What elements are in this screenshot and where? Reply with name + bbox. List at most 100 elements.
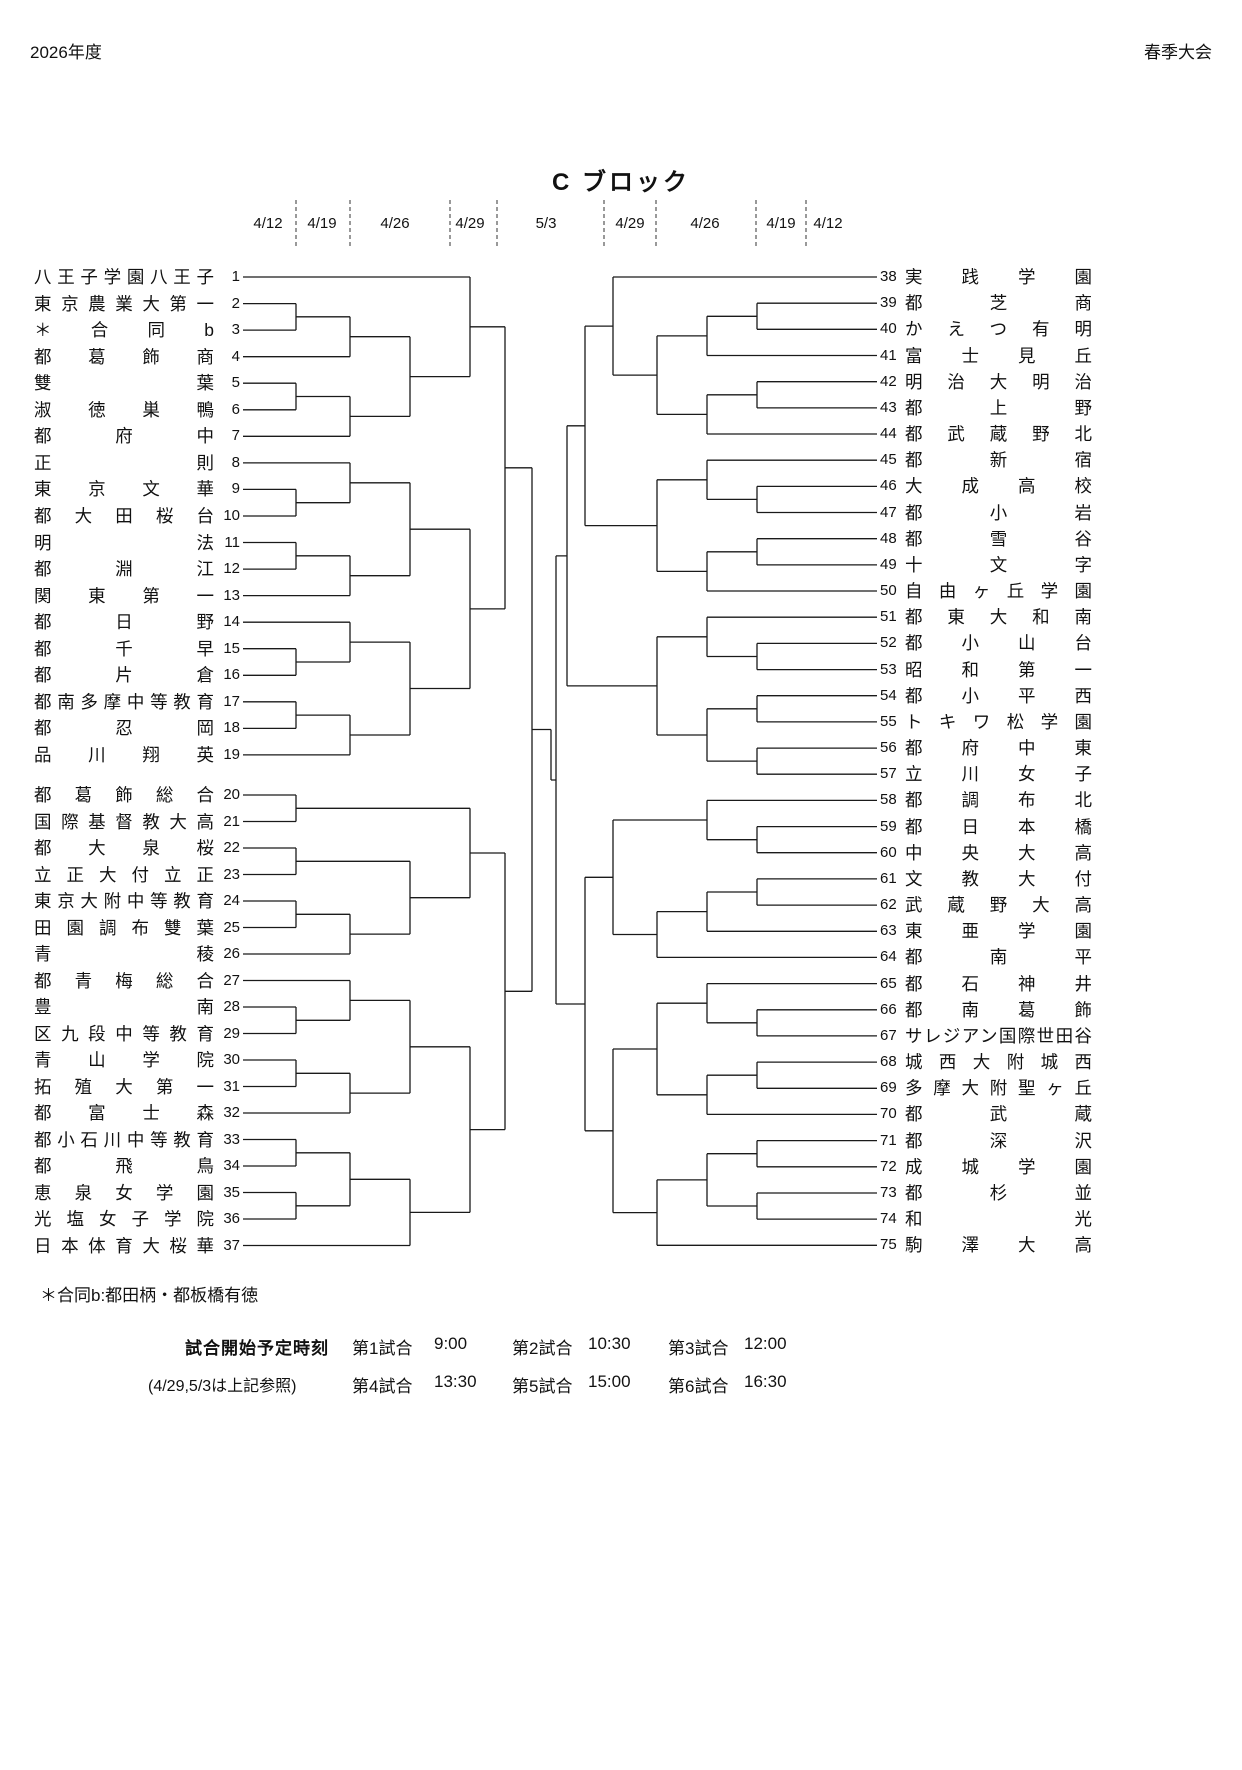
schedule-match-time: 13:30 <box>434 1372 477 1391</box>
team-name: 都小岩 <box>905 502 1092 523</box>
team-number: 19 <box>223 745 240 763</box>
team-row: 60 中央大高 <box>880 842 1092 864</box>
round-date-label: 4/26 <box>690 215 720 232</box>
team-number: 47 <box>880 503 897 521</box>
team-row: 都府中 7 <box>34 425 240 447</box>
team-number: 49 <box>880 555 897 573</box>
team-number: 13 <box>223 586 240 604</box>
team-number: 52 <box>880 634 897 652</box>
team-name: 都淵江 <box>34 559 214 579</box>
team-name: 都府中 <box>34 426 214 447</box>
team-number: 25 <box>223 918 240 936</box>
team-name: 大成高校 <box>905 476 1092 497</box>
team-number: 31 <box>223 1077 240 1095</box>
team-number: 5 <box>231 374 240 392</box>
team-number: 27 <box>223 971 240 989</box>
team-number: 34 <box>223 1157 240 1174</box>
team-number: 10 <box>223 507 240 524</box>
team-number: 38 <box>880 268 897 285</box>
schedule-match-label: 第1試合 <box>352 1339 413 1358</box>
team-name: 都深沢 <box>905 1130 1092 1151</box>
team-number: 65 <box>880 974 897 992</box>
team-name: 東京農業大第一 <box>34 293 214 314</box>
team-number: 2 <box>231 294 240 312</box>
team-number: 23 <box>223 865 240 883</box>
schedule-match-time: 10:30 <box>588 1334 631 1353</box>
team-name: かえつ有明 <box>905 319 1092 340</box>
team-name: 中央大高 <box>905 842 1092 863</box>
team-number: 59 <box>880 817 897 835</box>
schedule-match-label: 第5試合 <box>512 1377 573 1396</box>
team-name: 都大泉桜 <box>34 838 214 858</box>
round-date-label: 4/29 <box>615 215 645 232</box>
team-name: 都石神井 <box>905 973 1092 994</box>
team-name: 品川翔英 <box>34 744 214 765</box>
team-name: 淑徳巣鴨 <box>34 399 214 420</box>
team-number: 61 <box>880 869 897 887</box>
team-name: 富士見丘 <box>905 345 1092 366</box>
team-name: 恵泉女学園 <box>34 1182 214 1203</box>
team-name: 立正大付立正 <box>34 864 214 885</box>
team-name: 豊南 <box>34 997 214 1017</box>
team-name: 都青梅総合 <box>34 970 214 991</box>
team-name: 都小平西 <box>905 685 1092 706</box>
team-name: 都調布北 <box>905 790 1092 811</box>
team-name: 日本体育大桜華 <box>34 1235 214 1256</box>
team-number: 32 <box>223 1104 240 1121</box>
team-name: 昭和第一 <box>905 659 1092 680</box>
team-name: 都富士森 <box>34 1103 214 1123</box>
team-row: 65 都石神井 <box>880 973 1092 995</box>
team-name: 八王子学園八王子 <box>34 267 214 287</box>
team-name: 明法 <box>34 532 214 553</box>
team-number: 57 <box>880 765 897 783</box>
team-number: 22 <box>223 839 240 856</box>
schedule-match-time: 9:00 <box>434 1334 468 1353</box>
team-number: 18 <box>223 719 240 737</box>
team-name: 都南葛飾 <box>905 999 1092 1020</box>
team-name: 文教大付 <box>905 868 1092 889</box>
team-name: 都芝商 <box>905 293 1092 314</box>
round-date-label: 4/12 <box>813 215 843 232</box>
team-number: 73 <box>880 1184 897 1201</box>
team-number: 24 <box>223 892 240 909</box>
team-number: 7 <box>231 427 240 445</box>
team-number: 60 <box>880 843 897 861</box>
team-number: 15 <box>223 639 240 657</box>
team-name: 多摩大附聖ヶ丘 <box>905 1078 1092 1099</box>
team-name: 東京大附中等教育 <box>34 891 214 911</box>
team-number: 33 <box>223 1130 240 1148</box>
team-name: 区九段中等教育 <box>34 1023 214 1044</box>
schedule-match-time: 16:30 <box>744 1372 787 1391</box>
schedule-match-time: 15:00 <box>588 1372 631 1391</box>
team-number: 37 <box>223 1236 240 1254</box>
team-row: 都大泉桜 22 <box>34 837 240 859</box>
team-name: 明治大明治 <box>905 371 1092 392</box>
round-date-label: 4/19 <box>766 215 796 232</box>
team-number: 44 <box>880 425 897 442</box>
team-row: 都青梅総合 27 <box>34 970 240 992</box>
team-number: 64 <box>880 948 897 966</box>
team-row: 品川翔英 19 <box>34 744 240 766</box>
schedule-heading: 試合開始予定時刻 <box>185 1339 329 1358</box>
team-number: 50 <box>880 582 897 599</box>
team-number: 1 <box>231 268 240 285</box>
